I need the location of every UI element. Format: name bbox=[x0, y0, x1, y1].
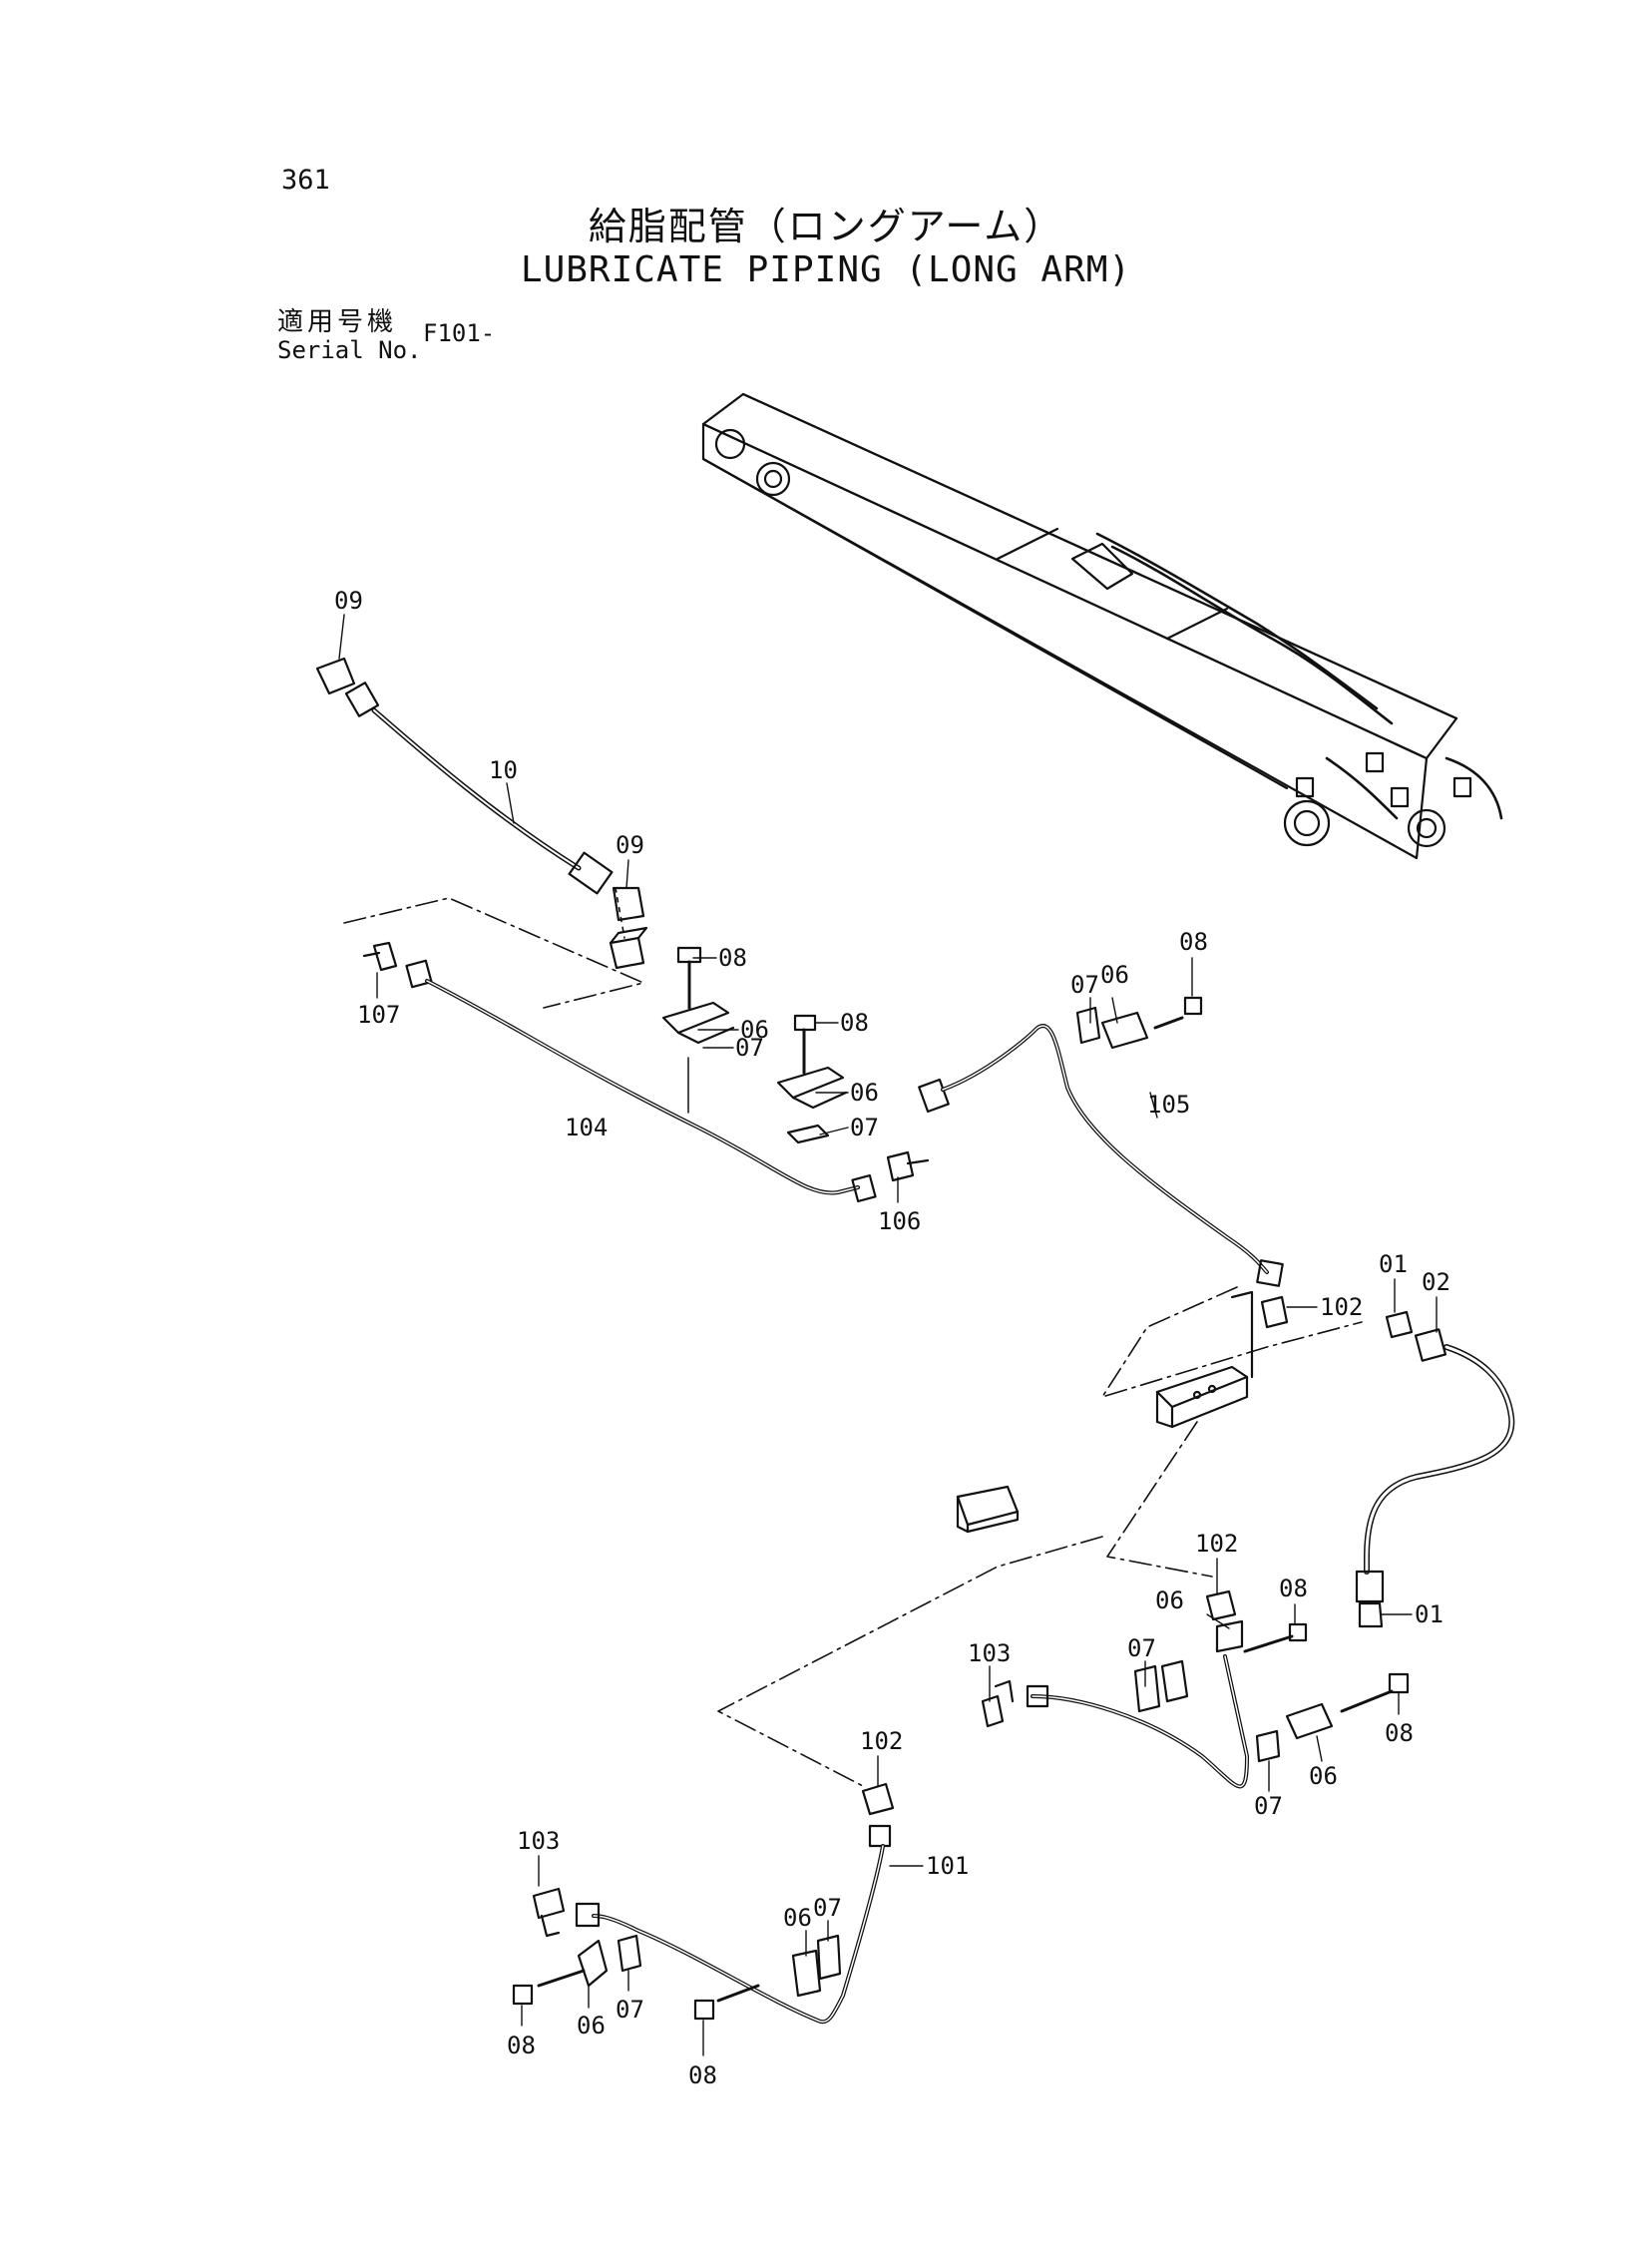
callout-06-b: 06 bbox=[850, 1079, 879, 1107]
phantom-lines bbox=[343, 887, 1363, 1787]
callout-08-g: 08 bbox=[688, 2061, 717, 2089]
callout-06-e: 06 bbox=[1309, 1762, 1338, 1790]
callout-07-f: 07 bbox=[813, 1894, 842, 1922]
page-title-english: LUBRICATE PIPING (LONG ARM) bbox=[520, 249, 1132, 290]
callout-07-a: 07 bbox=[735, 1034, 764, 1062]
callout-102-middle: 102 bbox=[1195, 1530, 1238, 1558]
callout-09-upper: 09 bbox=[334, 587, 363, 615]
clamps-upper bbox=[661, 946, 848, 1144]
callout-102-upper: 102 bbox=[1320, 1293, 1363, 1321]
callout-01-lower: 01 bbox=[1415, 1600, 1444, 1628]
callout-labels: 09 10 09 08 107 06 08 07 104 06 07 106 0… bbox=[334, 587, 1450, 2089]
leader-lines bbox=[338, 614, 1438, 2056]
page-title-japanese: 給脂配管（ロングアーム） bbox=[588, 205, 1064, 248]
serial-label-japanese: 適用号機 bbox=[277, 307, 398, 337]
callout-09-lower: 09 bbox=[616, 831, 644, 859]
callout-105: 105 bbox=[1147, 1091, 1190, 1119]
callout-07-c: 07 bbox=[1070, 971, 1099, 999]
clamps-upper-right bbox=[1075, 996, 1203, 1050]
callout-07-b: 07 bbox=[850, 1114, 879, 1141]
callout-106: 106 bbox=[878, 1207, 921, 1235]
callout-10: 10 bbox=[489, 756, 518, 784]
page-number: 361 bbox=[281, 165, 330, 196]
junction-block bbox=[1155, 1290, 1289, 1429]
grease-hose-upper bbox=[315, 657, 648, 970]
pipe-105 bbox=[886, 1024, 1284, 1287]
callout-06-c: 06 bbox=[1100, 961, 1129, 989]
callout-103-lower: 103 bbox=[517, 1827, 560, 1855]
callout-08-b: 08 bbox=[840, 1009, 869, 1037]
callout-103-upper: 103 bbox=[968, 1639, 1011, 1667]
callout-107: 107 bbox=[357, 1001, 400, 1029]
callout-08-c: 08 bbox=[1179, 928, 1208, 956]
pipe-middle-right bbox=[981, 1589, 1410, 1789]
pipe-101 bbox=[512, 1782, 895, 2025]
callout-101: 101 bbox=[926, 1852, 969, 1880]
hose-02 bbox=[1355, 1310, 1515, 1628]
callout-06-g: 06 bbox=[577, 2012, 606, 2039]
callout-104: 104 bbox=[565, 1114, 608, 1141]
callout-08-d: 08 bbox=[1279, 1575, 1308, 1602]
callout-08-a: 08 bbox=[718, 944, 747, 972]
serial-label-english: Serial No. bbox=[277, 336, 422, 364]
callout-07-g: 07 bbox=[616, 1996, 644, 2024]
pipe-104 bbox=[362, 941, 877, 1203]
callout-06-d: 06 bbox=[1155, 1586, 1184, 1614]
callout-01-upper: 01 bbox=[1379, 1250, 1408, 1278]
cover-block bbox=[956, 1485, 1020, 1534]
callout-02: 02 bbox=[1422, 1268, 1450, 1296]
arm-illustration bbox=[701, 392, 1503, 860]
callout-08-e: 08 bbox=[1385, 1719, 1414, 1747]
callout-06-a: 06 bbox=[740, 1016, 769, 1044]
serial-number-value: F101- bbox=[423, 319, 496, 347]
callout-07-e: 07 bbox=[1254, 1792, 1283, 1820]
callout-07-d: 07 bbox=[1127, 1634, 1156, 1662]
callout-06-f: 06 bbox=[783, 1904, 812, 1932]
callout-08-f: 08 bbox=[507, 2032, 536, 2059]
callout-102-lower: 102 bbox=[860, 1727, 903, 1755]
